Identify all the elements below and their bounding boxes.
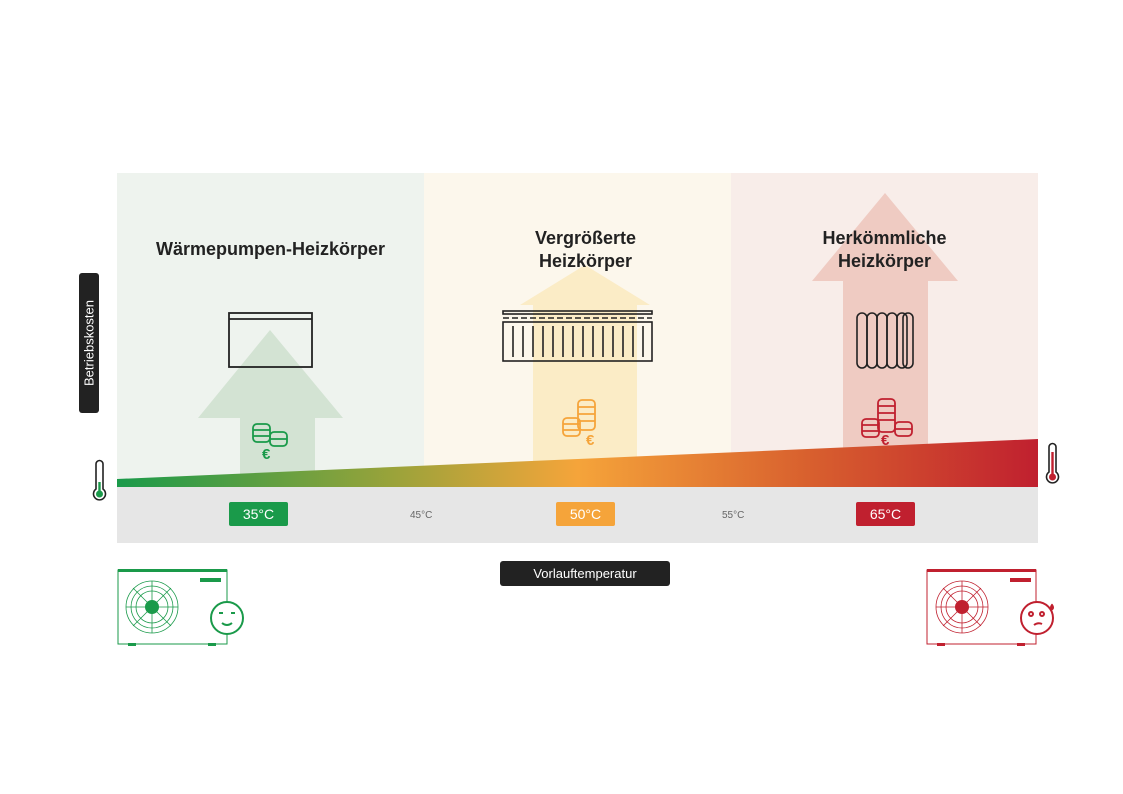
thermometer-icon [1045, 442, 1060, 484]
cost-arrow-high [812, 193, 958, 450]
temperature-cost-gradient [117, 439, 1038, 487]
happy-face-icon [210, 601, 244, 635]
title-conventional-radiators: Herkömmliche Heizkörper [731, 227, 1038, 273]
radiator-icon [502, 310, 653, 362]
coins-euro-icon: € [252, 423, 288, 463]
svg-text:€: € [262, 446, 271, 463]
temp-label-45: 45°C [410, 510, 433, 521]
temp-badge-65: 65°C [856, 502, 915, 526]
radiator-icon [228, 312, 313, 368]
thermometer-icon [92, 459, 107, 501]
svg-text:€: € [586, 432, 595, 449]
heat-pump-icon [926, 569, 1037, 646]
title-heatpump-radiators: Wärmepumpen-Heizkörper [155, 239, 386, 259]
cost-arrow-low [198, 330, 343, 478]
title-line: Heizkörper [837, 251, 932, 271]
temp-label-55: 55°C [722, 510, 745, 521]
coins-euro-icon: € [861, 398, 913, 449]
sweating-face-icon [1020, 601, 1054, 635]
svg-text:€: € [881, 432, 890, 449]
temp-badge-35: 35°C [229, 502, 288, 526]
radiator-icon [856, 312, 914, 369]
cost-arrow-medium [520, 265, 650, 470]
coins-euro-icon: € [562, 399, 596, 449]
title-enlarged-radiators: Vergrößerte Heizkörper [424, 227, 747, 273]
x-axis-label: Vorlauftemperatur [500, 561, 670, 586]
title-line: Herkömmliche [822, 228, 947, 248]
y-axis-label: Betriebskosten [79, 273, 99, 413]
title-line: Vergrößerte [534, 228, 637, 248]
title-line: Heizkörper [538, 251, 633, 271]
y-axis-label-text: Betriebskosten [81, 300, 97, 386]
heat-pump-icon [117, 569, 228, 646]
temp-badge-50: 50°C [556, 502, 615, 526]
